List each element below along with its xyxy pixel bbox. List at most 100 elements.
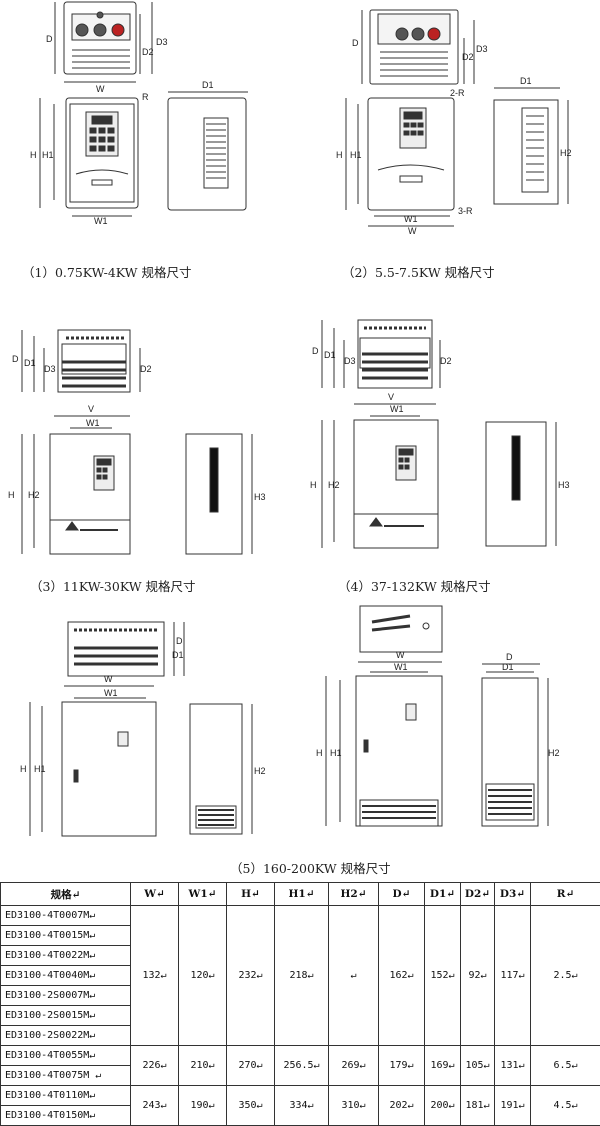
drawing-4: D D1 D3 D2 V W1 H H2 H3: [300, 300, 600, 572]
dim-label: H: [8, 490, 15, 500]
dim-label: V: [388, 392, 394, 402]
dim-label: D: [12, 354, 19, 364]
drawing-5-right-top-view: [360, 606, 442, 652]
dim-label: H3: [254, 492, 266, 502]
header-cell: H1↵: [275, 883, 329, 906]
value-cell: 2.5↵: [531, 906, 600, 1046]
value-cell: 202↵: [379, 1086, 425, 1126]
dim-label: H3: [558, 480, 570, 490]
header-cell: W↵: [131, 883, 179, 906]
value-cell: 162↵: [379, 906, 425, 1046]
drawing-1-top-view: [55, 2, 152, 82]
dim-label: D3: [476, 44, 488, 54]
table-row: ED3100-4T0055M↵ 226↵ 210↵ 270↵ 256.5↵ 26…: [1, 1046, 600, 1066]
value-cell: 270↵: [227, 1046, 275, 1086]
value-cell: ↵: [329, 906, 379, 1046]
drawing-5-left-front-view: [30, 686, 156, 836]
drawing-5-right-side-view: [482, 664, 548, 826]
dim-label: H2: [254, 766, 266, 776]
caption-1: （1）0.75KW-4KW 规格尺寸: [22, 262, 192, 281]
dim-label: D1: [324, 350, 336, 360]
dim-label: D: [176, 636, 183, 646]
dim-label: 2-R: [450, 88, 465, 98]
model-cell: ED3100-4T0007M↵: [1, 906, 131, 926]
model-cell: ED3100-4T0040M↵: [1, 966, 131, 986]
drawing-2: D D2 D3 2-R H H1 W1 W 3-R D1 H2: [300, 0, 600, 250]
header-cell: H2↵: [329, 883, 379, 906]
dim-label: D2: [142, 47, 154, 57]
dim-label: V: [88, 404, 94, 414]
drawing-5-right-front-view: [326, 662, 442, 826]
dim-label: W1: [104, 688, 118, 698]
value-cell: 169↵: [425, 1046, 461, 1086]
dim-label: D3: [156, 37, 168, 47]
header-cell: D1↵: [425, 883, 461, 906]
value-cell: 256.5↵: [275, 1046, 329, 1086]
model-cell: ED3100-4T0110M↵: [1, 1086, 131, 1106]
value-cell: 232↵: [227, 906, 275, 1046]
value-cell: 132↵: [131, 906, 179, 1046]
dim-label: H: [30, 150, 37, 160]
drawing-4-side-view: [486, 422, 556, 546]
value-cell: 181↵: [461, 1086, 495, 1126]
drawing-5-left-top-view: [68, 622, 184, 676]
value-cell: 334↵: [275, 1086, 329, 1126]
value-cell: 92↵: [461, 906, 495, 1046]
dim-label: H2: [328, 480, 340, 490]
drawing-5: D D1 W W1 H H1 H2 W: [0, 600, 600, 850]
value-cell: 243↵: [131, 1086, 179, 1126]
dim-label: D1: [502, 662, 514, 672]
header-cell: 规格↵: [1, 883, 131, 906]
value-cell: 105↵: [461, 1046, 495, 1086]
dim-label: H2: [548, 748, 560, 758]
drawing-1-front-view: [40, 98, 138, 216]
drawing-5-left-side-view: [190, 704, 252, 834]
dim-label: W1: [86, 418, 100, 428]
model-cell: ED3100-2S0022M↵: [1, 1026, 131, 1046]
dim-label: W1: [390, 404, 404, 414]
value-cell: 226↵: [131, 1046, 179, 1086]
caption-5: （5）160-200KW 规格尺寸: [230, 858, 391, 877]
dim-label: D: [46, 34, 53, 44]
drawing-2-front-view: [346, 98, 454, 226]
caption-3: （3）11KW-30KW 规格尺寸: [30, 576, 196, 595]
dim-label: D3: [344, 356, 356, 366]
value-cell: 218↵: [275, 906, 329, 1046]
dim-label: 3-R: [458, 206, 473, 216]
caption-4: （4）37-132KW 规格尺寸: [338, 576, 491, 595]
dim-label: D2: [462, 52, 474, 62]
drawing-4-top-view: [322, 320, 440, 388]
value-cell: 350↵: [227, 1086, 275, 1126]
drawing-1-side-view: [168, 92, 248, 210]
value-cell: 269↵: [329, 1046, 379, 1086]
drawing-3-front-view: [22, 416, 130, 554]
value-cell: 310↵: [329, 1086, 379, 1126]
drawing-1: D D2 D3 W R H H1 W1 D1: [0, 0, 300, 250]
drawing-4-front-view: [322, 404, 438, 548]
dim-label: H1: [34, 764, 46, 774]
dim-label: H: [336, 150, 343, 160]
model-cell: ED3100-4T0022M↵: [1, 946, 131, 966]
drawing-3: D D1 D3 D2 V W1 H H2 H3: [0, 300, 300, 572]
dim-label: H1: [350, 150, 362, 160]
dim-label: H: [20, 764, 27, 774]
dim-label: W1: [404, 214, 418, 224]
dim-label: D3: [44, 364, 56, 374]
dim-label: H1: [42, 150, 54, 160]
header-cell: D3↵: [495, 883, 531, 906]
drawing-2-side-view: [494, 88, 568, 204]
dim-label: D1: [172, 650, 184, 660]
dim-label: W1: [94, 216, 108, 226]
dimension-table: 规格↵ W↵ W1↵ H↵ H1↵ H2↵ D↵ D1↵ D2↵ D3↵ R↵ …: [0, 882, 600, 1126]
dim-label: H: [316, 748, 323, 758]
dim-label: W: [408, 226, 417, 236]
header-cell: R↵: [531, 883, 600, 906]
caption-2: （2）5.5-7.5KW 规格尺寸: [342, 262, 495, 281]
model-cell: ED3100-4T0150M↵: [1, 1106, 131, 1126]
value-cell: 190↵: [179, 1086, 227, 1126]
drawing-3-side-view: [186, 434, 252, 554]
dim-label: W: [96, 84, 105, 94]
dim-label: D: [506, 652, 513, 662]
dim-label: D1: [24, 358, 36, 368]
model-cell: ED3100-4T0015M↵: [1, 926, 131, 946]
